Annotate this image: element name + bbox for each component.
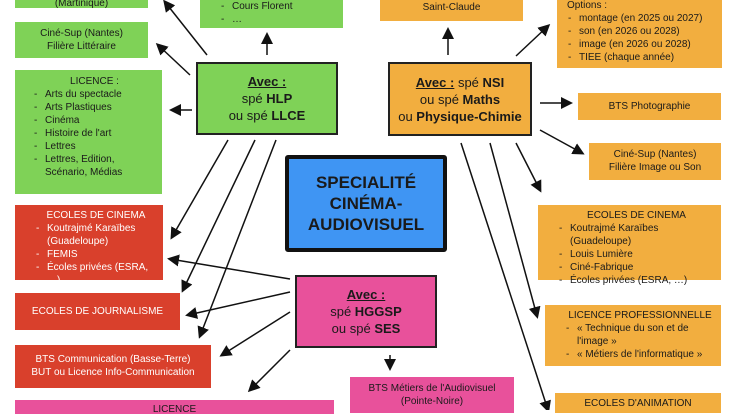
- center-line: AUDIOVISUEL: [307, 215, 425, 234]
- licence-item: Arts du spectacle: [34, 88, 156, 101]
- red-journalisme-box: ECOLES DE JOURNALISME: [15, 293, 180, 330]
- animation-text: ECOLES D'ANIMATION: [584, 398, 692, 409]
- hub-text: ou spé: [419, 91, 463, 107]
- bts-com-line: BUT ou Licence Info-Communication: [31, 367, 195, 378]
- bts-av-line: BTS Métiers de l'Audiovisuel: [368, 383, 496, 394]
- orange-bts-photo-box: BTS Photographie: [578, 93, 721, 120]
- hub-spe: HGGSP: [354, 304, 402, 319]
- licence-pro-item: « Technique du son et de l'image »: [566, 322, 715, 348]
- licence-item: Lettres: [34, 140, 156, 153]
- center-line: SPECIALITÉ: [315, 173, 417, 192]
- licence-item: Arts Plastiques: [34, 101, 156, 114]
- hub-spe: SES: [374, 321, 401, 336]
- green-cours-box: Cours Florent…: [200, 0, 343, 28]
- martinique-text: (Martinique): [54, 0, 109, 9]
- red-bts-com-box: BTS Communication (Basse-Terre) BUT ou Li…: [15, 345, 211, 388]
- pink-bts-av-box: BTS Métiers de l'Audiovisuel (Pointe-Noir…: [350, 377, 514, 413]
- option-item: TIEE (chaque année): [568, 51, 716, 64]
- orange-animation-box: ECOLES D'ANIMATION: [555, 393, 721, 413]
- saint-claude-text: Saint-Claude: [422, 2, 481, 13]
- licence-item: Cinéma: [34, 114, 156, 127]
- hub-spe: LLCE: [271, 108, 306, 123]
- avec-label: Avec :: [247, 74, 287, 89]
- hub-text: ou spé: [228, 108, 272, 123]
- avec-label: Avec :: [415, 74, 455, 90]
- bts-photo-text: BTS Photographie: [608, 101, 691, 112]
- option-item: image (en 2026 ou 2028): [568, 38, 716, 51]
- hub-spe: Maths: [462, 91, 501, 107]
- options-title: Options :: [567, 0, 608, 11]
- option-item: son (en 2026 ou 2028): [568, 25, 716, 38]
- hub-text: spé: [330, 304, 355, 319]
- orange-licence-pro-box: LICENCE PROFESSIONNELLE « Technique du s…: [545, 305, 721, 366]
- cinema-title: ECOLES DE CINEMA: [587, 210, 686, 221]
- green-cinesup-box: Ciné-Sup (Nantes) Filière Littéraire: [15, 22, 148, 58]
- orange-cinema-box: ECOLES DE CINEMA Koutrajmé Karaïbes (Gua…: [538, 205, 721, 287]
- orange-cinesup-box: Ciné-Sup (Nantes) Filière Image ou Son: [589, 143, 721, 180]
- hub-text: ou spé: [331, 321, 375, 336]
- hub-nsi-maths-pc: Avec : spé NSI ou spé Maths ou Physique-…: [388, 62, 532, 136]
- cinesup-line: Ciné-Sup (Nantes): [613, 149, 697, 160]
- cinema-item: Ciné-Fabrique: [559, 261, 715, 274]
- green-licence-box: LICENCE : Arts du spectacle Arts Plastiq…: [15, 70, 162, 194]
- cours-item: Cours Florent: [221, 0, 337, 13]
- hub-text: spé: [241, 91, 267, 106]
- orange-saint-claude-box: Saint-Claude: [380, 0, 523, 21]
- hub-spe: NSI: [482, 74, 505, 90]
- licence-item: Histoire de l'art: [34, 127, 156, 140]
- cinema-item: FEMIS: [36, 248, 157, 261]
- hub-hlp-llce: Avec : spé HLP ou spé LLCE: [196, 62, 338, 135]
- option-item: montage (en 2025 ou 2027): [568, 12, 716, 25]
- hub-hggsp-ses: Avec : spé HGGSP ou spé SES: [295, 275, 437, 348]
- orange-options-box: Options : montage (en 2025 ou 2027) son …: [557, 0, 722, 68]
- hub-spe: HLP: [266, 91, 293, 106]
- hub-spe: Physique-Chimie: [416, 108, 522, 124]
- central-title-box: SPECIALITÉ CINÉMA- AUDIOVISUEL: [285, 155, 447, 252]
- cinesup-line: Filière Image ou Son: [608, 162, 702, 173]
- licence-pro-item: « Métiers de l'informatique »: [566, 348, 715, 361]
- cinema-item: Koutrajmé Karaïbes (Guadeloupe): [559, 222, 715, 248]
- center-line: CINÉMA-: [329, 194, 403, 213]
- licence-title: LICENCE :: [70, 76, 119, 87]
- cinema-item: Louis Lumière: [559, 248, 715, 261]
- cinema-item: Écoles privées (ESRA, …): [36, 261, 157, 287]
- cinema-item: Koutrajmé Karaïbes (Guadeloupe): [36, 222, 157, 248]
- avec-label: Avec :: [346, 287, 386, 302]
- hub-text: ou: [398, 108, 417, 124]
- red-cinema-box: ECOLES DE CINEMA Koutrajmé Karaïbes (Gua…: [15, 205, 163, 286]
- cours-item: …: [221, 13, 337, 26]
- bts-com-line: BTS Communication (Basse-Terre): [35, 354, 191, 365]
- green-martinique-box: (Martinique): [15, 0, 148, 9]
- pink-licence-box: LICENCE: [15, 400, 334, 415]
- cinesup-line: Filière Littéraire: [47, 41, 116, 52]
- cinema-title: ECOLES DE CINEMA: [46, 210, 146, 221]
- licence-item: Lettres, Edition, Scénario, Médias: [34, 153, 156, 179]
- licence-pro-title: LICENCE PROFESSIONNELLE: [568, 310, 712, 321]
- journalisme-text: ECOLES DE JOURNALISME: [31, 306, 164, 317]
- cinema-item: Écoles privées (ESRA, …): [559, 274, 715, 287]
- hub-text: spé: [454, 74, 483, 90]
- bts-av-line: (Pointe-Noire): [400, 396, 464, 407]
- cinesup-line: Ciné-Sup (Nantes): [40, 28, 123, 39]
